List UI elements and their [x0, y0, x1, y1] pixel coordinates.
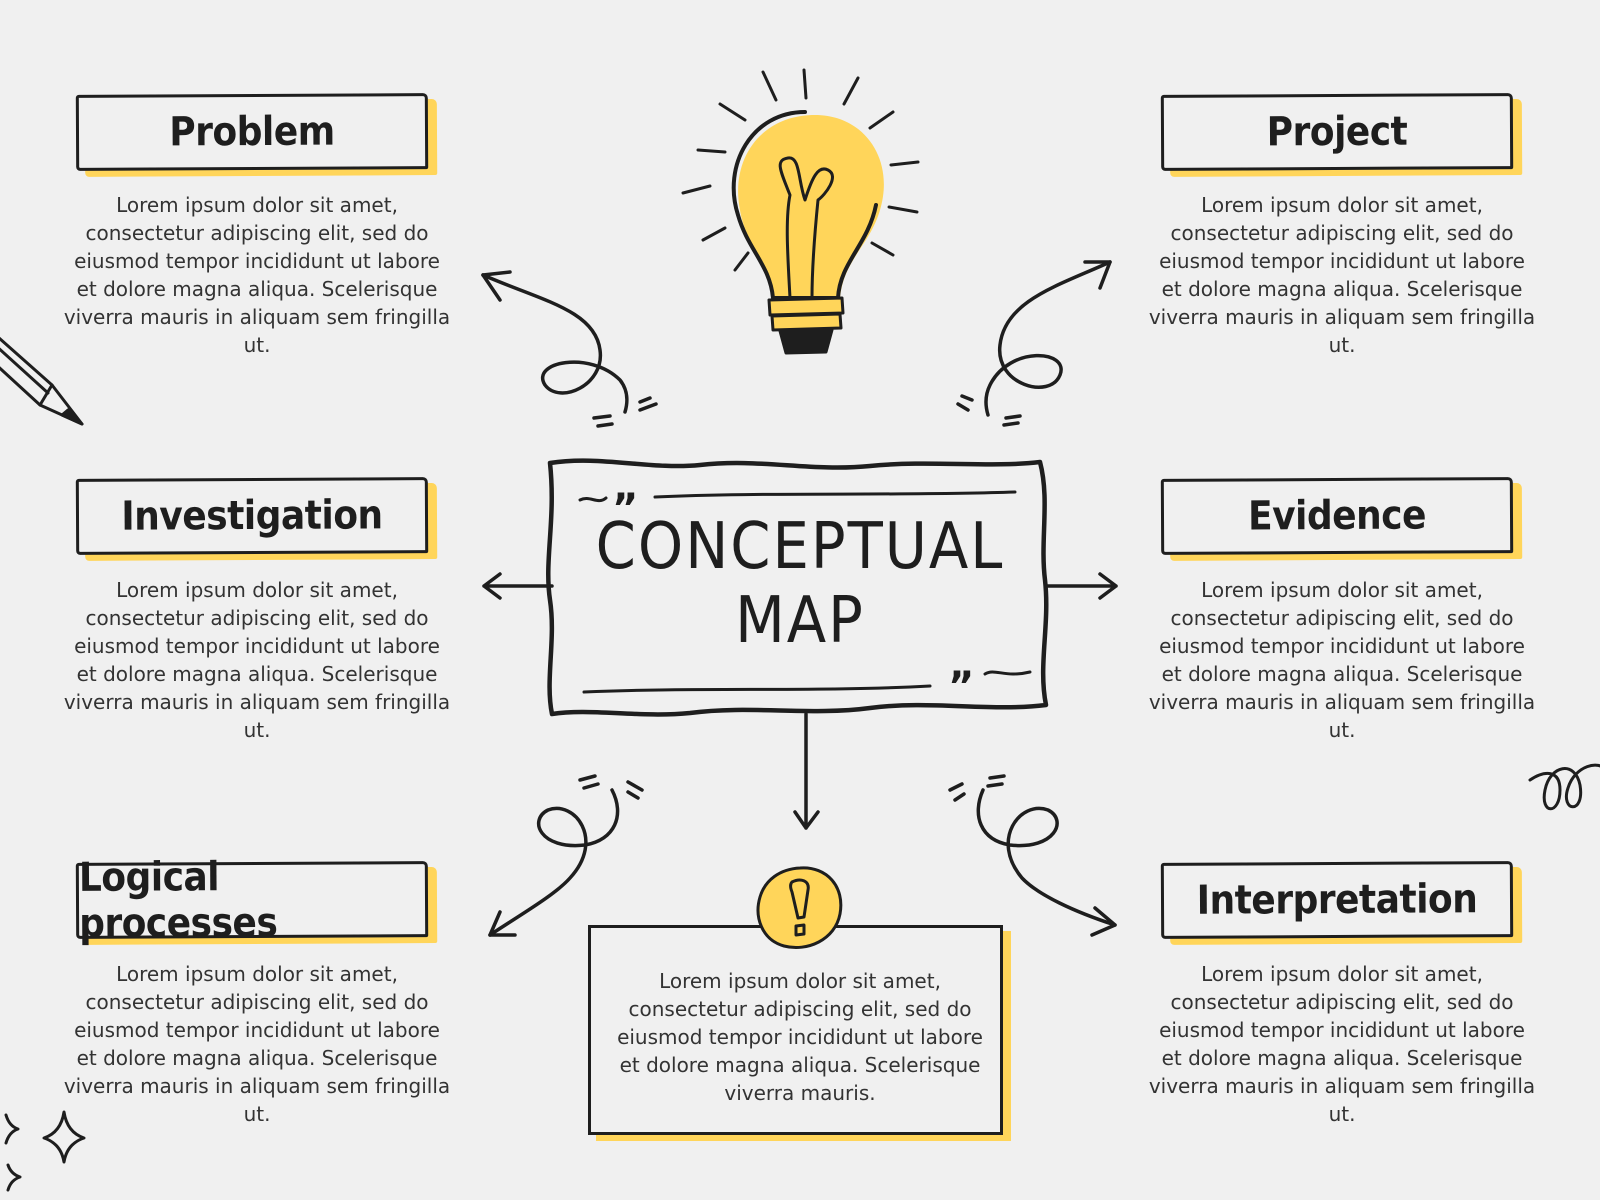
bottom-node-box — [588, 925, 1003, 1135]
node-text-logical-processes: Lorem ipsum dolor sit amet, consectetur … — [63, 962, 451, 1126]
bottom-node-text: Lorem ipsum dolor sit amet, consectetur … — [617, 969, 983, 1105]
node-title-project: Project — [1160, 93, 1514, 171]
squiggle-icon — [1528, 763, 1600, 811]
node-text-interpretation: Lorem ipsum dolor sit amet, consectetur … — [1148, 962, 1536, 1126]
center-title: CONCEPTUAL MAP — [560, 510, 1040, 658]
svg-text:”: ” — [948, 664, 974, 710]
lightbulb-icon — [681, 68, 920, 355]
node-text-evidence: Lorem ipsum dolor sit amet, consectetur … — [1148, 578, 1536, 742]
node-title-logical-processes: Logical processes — [75, 854, 429, 947]
node-text-project: Lorem ipsum dolor sit amet, consectetur … — [1148, 193, 1536, 357]
exclamation-icon — [756, 866, 843, 949]
node-title-interpretation: Interpretation — [1160, 861, 1514, 939]
node-title-evidence: Evidence — [1160, 477, 1514, 555]
center-title-line2: MAP — [735, 584, 865, 658]
node-title-problem: Problem — [75, 93, 429, 171]
node-text-problem: Lorem ipsum dolor sit amet, consectetur … — [63, 193, 451, 357]
center-title-line1: CONCEPTUAL — [595, 510, 1005, 584]
node-text-investigation: Lorem ipsum dolor sit amet, consectetur … — [63, 578, 451, 742]
node-title-investigation: Investigation — [75, 477, 429, 555]
